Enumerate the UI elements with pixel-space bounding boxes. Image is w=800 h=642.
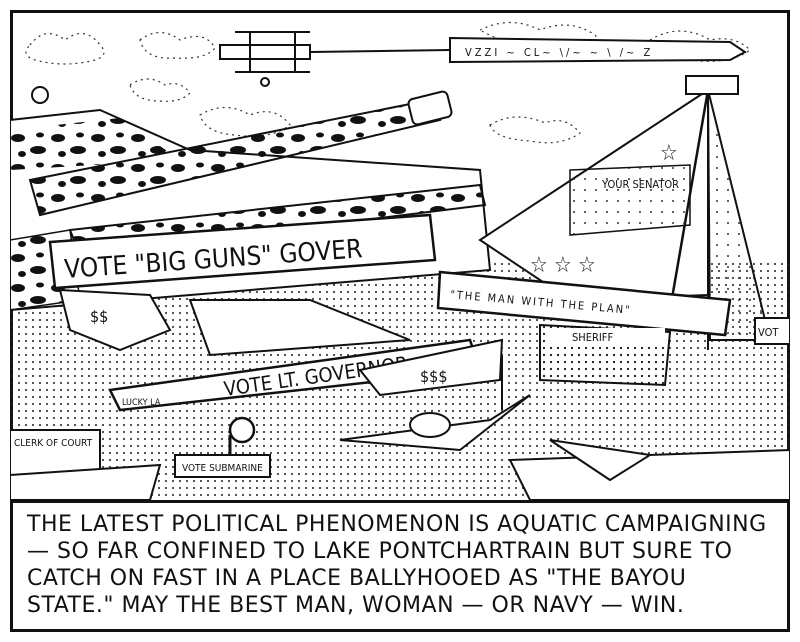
sign-sheriff: SHERIFF <box>539 323 672 387</box>
moon-icon <box>31 86 49 104</box>
submarine: VOTE SUBMARINE <box>174 416 271 478</box>
sign-man-with-plan: "THE MAN WITH THE PLAN" <box>436 270 732 337</box>
clerk-of-court-boat: CLERK OF COURT <box>10 429 162 500</box>
caption-text: THE LATEST POLITICAL PHENOMENON IS AQUAT… <box>27 512 767 618</box>
plane-banner: VZZI ~ CL~ \/~ ~ \ /~ Z <box>449 36 747 64</box>
sign-clerk-text: CLERK OF COURT <box>14 438 93 449</box>
swimmer <box>339 394 531 452</box>
plane-banner-text: VZZI ~ CL~ \/~ ~ \ /~ Z <box>465 46 653 59</box>
money-flag-text: $$$ <box>420 367 447 386</box>
star: ☆ <box>660 141 678 166</box>
flag-left-text: $$ <box>90 307 108 326</box>
stars: ☆ ☆ ☆ <box>530 253 596 278</box>
lucky-la-text: LUCKY LA <box>122 398 161 408</box>
flag-left <box>58 288 172 352</box>
sign-submarine-text: VOTE SUBMARINE <box>182 463 263 474</box>
cartoon-illustration: VZZI ~ CL~ \/~ ~ \ /~ Z VOTE "BIG GUNS" … <box>10 21 790 500</box>
sailboat: YOUR SENATOR ☆ ☆ ☆ ☆ <box>478 75 772 350</box>
right-boat <box>508 439 790 500</box>
biplane <box>219 31 451 87</box>
money-flag: $$$ <box>358 338 504 410</box>
sign-vote-right-text: VOT <box>758 326 779 339</box>
caption-box: THE LATEST POLITICAL PHENOMENON IS AQUAT… <box>10 500 790 632</box>
sign-your-senator-text: YOUR SENATOR <box>601 178 679 191</box>
sign-sheriff-text: SHERIFF <box>572 331 613 344</box>
sign-vote-right: VOT <box>754 317 790 345</box>
